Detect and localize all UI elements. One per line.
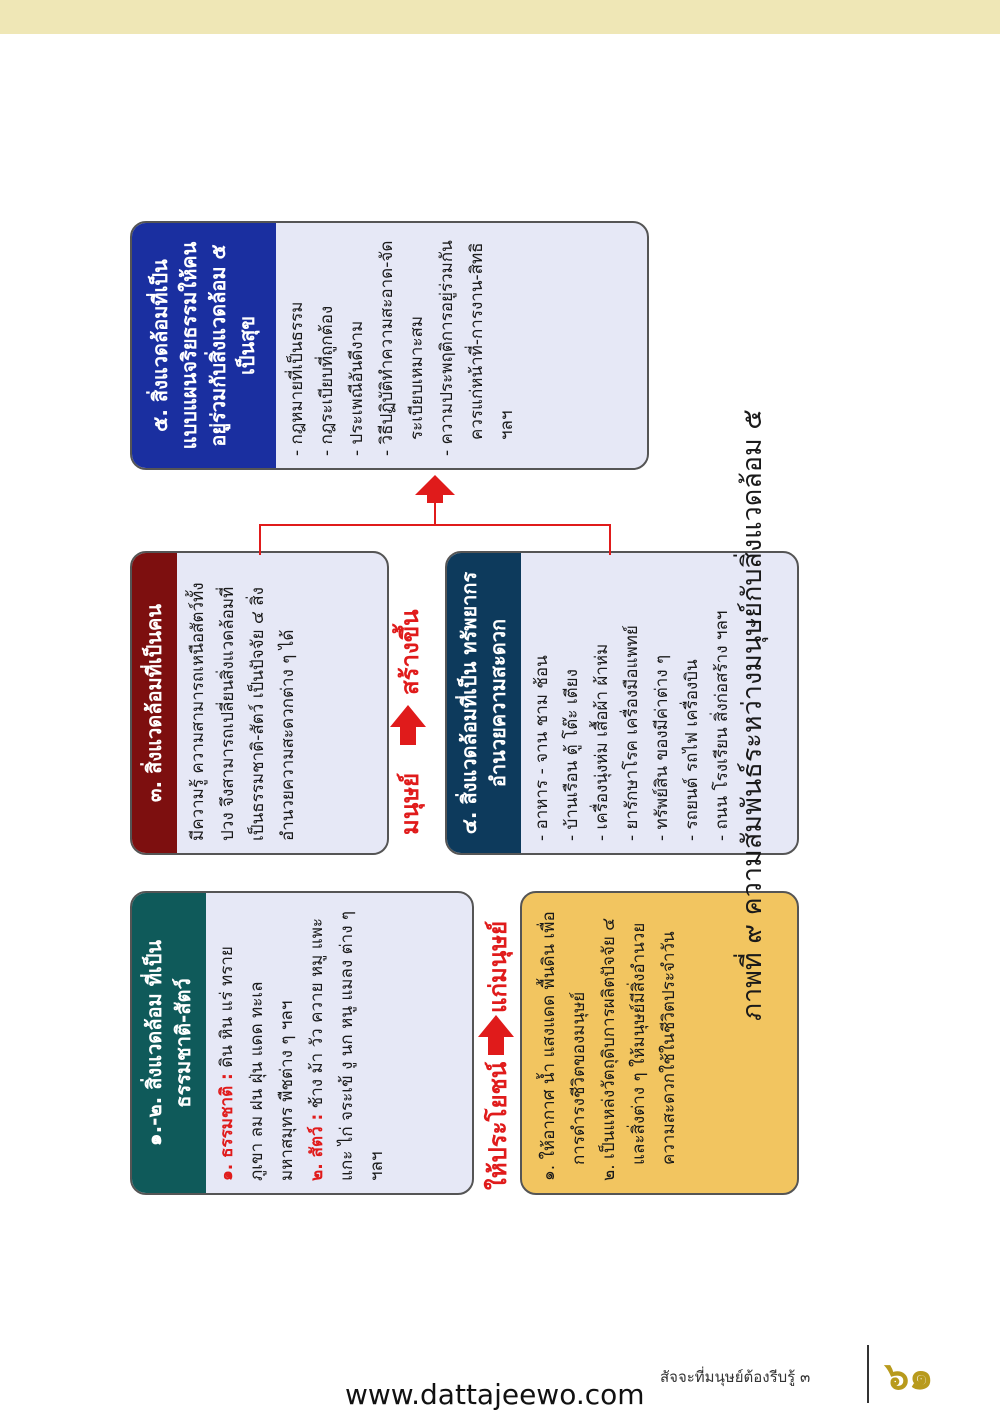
benefit-arrow-icon <box>478 1015 514 1055</box>
book-title: สัจจะที่มนุษย์ต้องรีบรู้ ๓ <box>660 1368 811 1386</box>
website-url: www.dattajeewo.com <box>345 1378 645 1411</box>
resource-item: - ยารักษาโรค เครื่องมือแพทย์ <box>622 625 642 841</box>
box-ethics-title: ๕. สิ่งแวดล้อมที่เป็นแบบแผนจริยธรรมให้คน… <box>132 223 276 468</box>
ethics-item: - กฎระเบียบที่ถูกต้อง <box>317 305 337 456</box>
box-ethics-body: - กฎหมายที่เป็นธรรม - กฎระเบียบที่ถูกต้อ… <box>276 223 528 468</box>
ethics-item: - ความประพฤติการอยู่ร่วมกัน ควรแก่หน้าที… <box>437 240 517 456</box>
nature-label: ๑. ธรรมชาติ : <box>217 1073 237 1181</box>
box-humans-title: ๓. สิ่งแวดล้อมที่เป็นคน <box>132 553 177 853</box>
top-banner <box>0 0 1000 34</box>
connector-lines <box>259 475 611 555</box>
box-ethics: ๕. สิ่งแวดล้อมที่เป็นแบบแผนจริยธรรมให้คน… <box>130 221 649 470</box>
create-label: สร้างขึ้น <box>396 609 424 695</box>
ethics-item: - ประเพณีอันดีงาม <box>347 320 367 456</box>
relationship-diagram: ๑.-๒. สิ่งแวดล้อม ที่เป็นธรรมชาติ-สัตว์ … <box>90 215 850 1215</box>
ethics-item: - วิธีปฏิบัติทำความสะอาด-จัดระเบียบเหมาะ… <box>377 240 427 456</box>
box-resources-body: - อาหาร - จาน ชาม ช้อน - บ้านเรือน ตู้ โ… <box>521 553 743 853</box>
box-nature-animals-body: ๑. ธรรมชาติ : ดิน หิน แร่ ทราย ภูเขา ลม … <box>206 893 398 1193</box>
figure-caption: ภาพที่ ๙ ความสัมพันธ์ระหว่างมนุษย์กับสิ่… <box>737 409 768 1021</box>
resource-item: - ทรัพย์สิน ของมีค่าต่าง ๆ <box>652 654 672 841</box>
to-human-label: แก่มนุษย์ <box>484 920 512 1013</box>
benefits-body: ๑. ให้อากาศ น้ำ แสงแดด พื้นดิน เพื่อการด… <box>522 893 696 1193</box>
box-humans: ๓. สิ่งแวดล้อมที่เป็นคน มีความรู้ ความสา… <box>130 551 389 855</box>
resource-item: - บ้านเรือน ตู้ โต๊ะ เตียง <box>562 669 582 841</box>
page-number: ๖๑ <box>885 1354 934 1398</box>
box-humans-text: มีความรู้ ความสามารถเหนือสัตว์ทั้งปวง จึ… <box>188 582 298 842</box>
ethics-item: - กฎหมายที่เป็นธรรม <box>287 301 307 456</box>
resource-item: - อาหาร - จาน ชาม ช้อน <box>532 655 552 841</box>
box-resources-title: ๔. สิ่งแวดล้อมที่เป็น ทรัพยากรอำนวยความส… <box>447 553 521 853</box>
resource-item: - รถยนต์ รถไฟ เครื่องบิน <box>682 659 702 841</box>
human-label: มนุษย์ <box>396 772 424 835</box>
create-arrow-icon <box>390 705 426 745</box>
benefit-item: ๒. เป็นแหล่งวัตถุดิบการผลิตปัจจัย ๔ และส… <box>599 917 679 1181</box>
benefit-item: ๑. ให้อากาศ น้ำ แสงแดด พื้นดิน เพื่อการด… <box>539 911 589 1181</box>
box-nature-animals-title: ๑.-๒. สิ่งแวดล้อม ที่เป็นธรรมชาติ-สัตว์ <box>132 893 206 1193</box>
box-nature-animals: ๑.-๒. สิ่งแวดล้อม ที่เป็นธรรมชาติ-สัตว์ … <box>130 891 474 1195</box>
benefit-label: ให้ประโยชน์ <box>484 1061 512 1190</box>
footer-divider <box>867 1345 869 1403</box>
resource-item: - เครื่องนุ่งห่ม เสื้อผ้า ผ้าห่ม <box>592 643 612 841</box>
to-ethics-arrow-icon <box>415 475 455 503</box>
animal-label: ๒. สัตว์ : <box>307 1113 327 1181</box>
